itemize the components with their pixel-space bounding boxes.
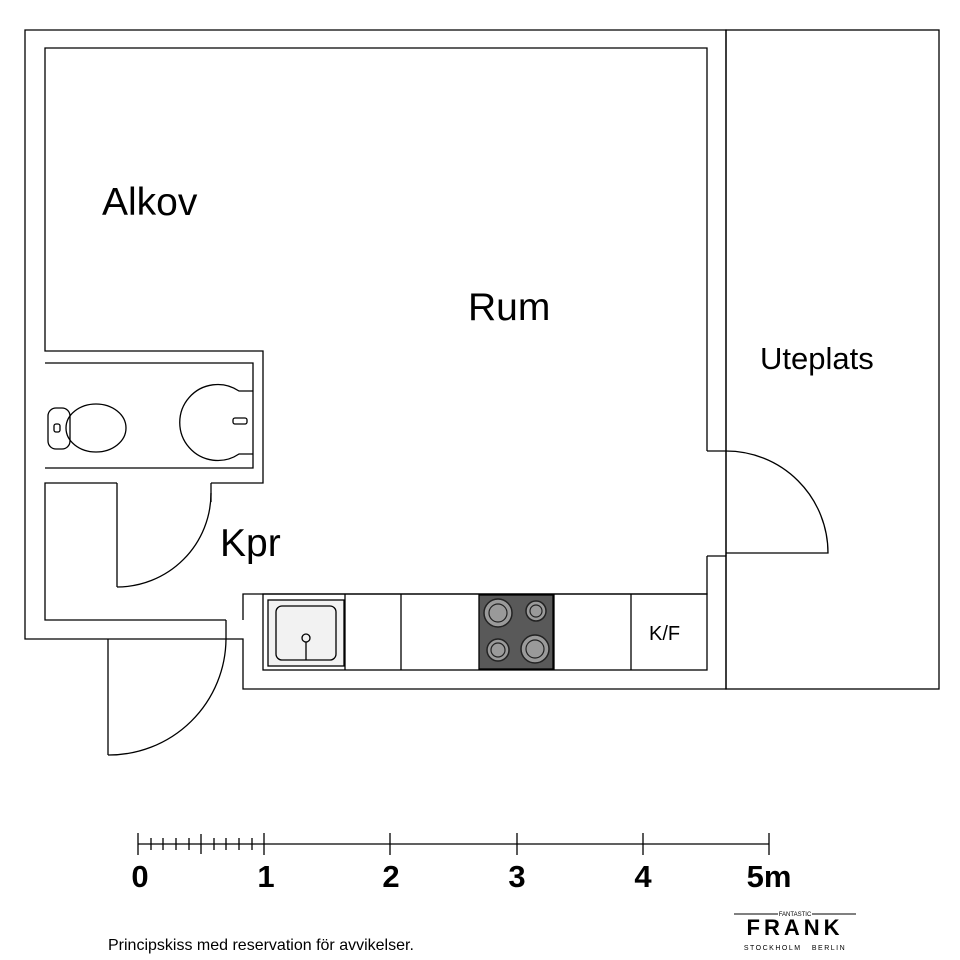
washbasin-icon (179, 383, 253, 462)
disclaimer-caption: Principskiss med reservation för avvikel… (108, 937, 414, 954)
scale-label-0: 0 (131, 859, 148, 894)
kitchen-counter (262, 593, 708, 671)
scale-label-2: 2 (382, 859, 399, 894)
outer-wall (24, 29, 727, 640)
scale-bar (137, 833, 770, 855)
bathroom-wall (45, 362, 254, 469)
scale-label-4: 4 (634, 859, 652, 894)
washbasin-tap (232, 417, 248, 425)
frank-logo: FANTASTIC FRANK STOCKHOLM BERLIN (734, 912, 856, 952)
stove-icon (478, 594, 554, 670)
room-label-uteplats: Uteplats (760, 341, 874, 376)
room-label-kpr: Kpr (220, 522, 281, 565)
terrace-door-swing (725, 450, 829, 554)
logo-name-text: FRANK (747, 915, 844, 940)
fridge-freezer-label: K/F (649, 623, 680, 645)
room-label-rum: Rum (468, 286, 550, 329)
outer-wall-lower (226, 555, 727, 690)
toilet-flush (53, 423, 61, 433)
room-label-alkov: Alkov (102, 181, 198, 224)
logo-sub-text: STOCKHOLM BERLIN (744, 945, 846, 952)
logo-top-text: FANTASTIC (779, 912, 812, 918)
toilet-icon (47, 407, 71, 450)
scale-label-1: 1 (257, 859, 274, 894)
inner-wall (44, 47, 708, 484)
toilet-bowl (65, 403, 127, 453)
terrace-outline (725, 29, 940, 690)
entrance-door-swing (107, 638, 227, 756)
scale-label-3: 3 (508, 859, 525, 894)
scale-label-5m: 5m (747, 859, 792, 894)
inner-wall-hall (44, 482, 226, 621)
bathroom-door-swing (116, 492, 212, 588)
